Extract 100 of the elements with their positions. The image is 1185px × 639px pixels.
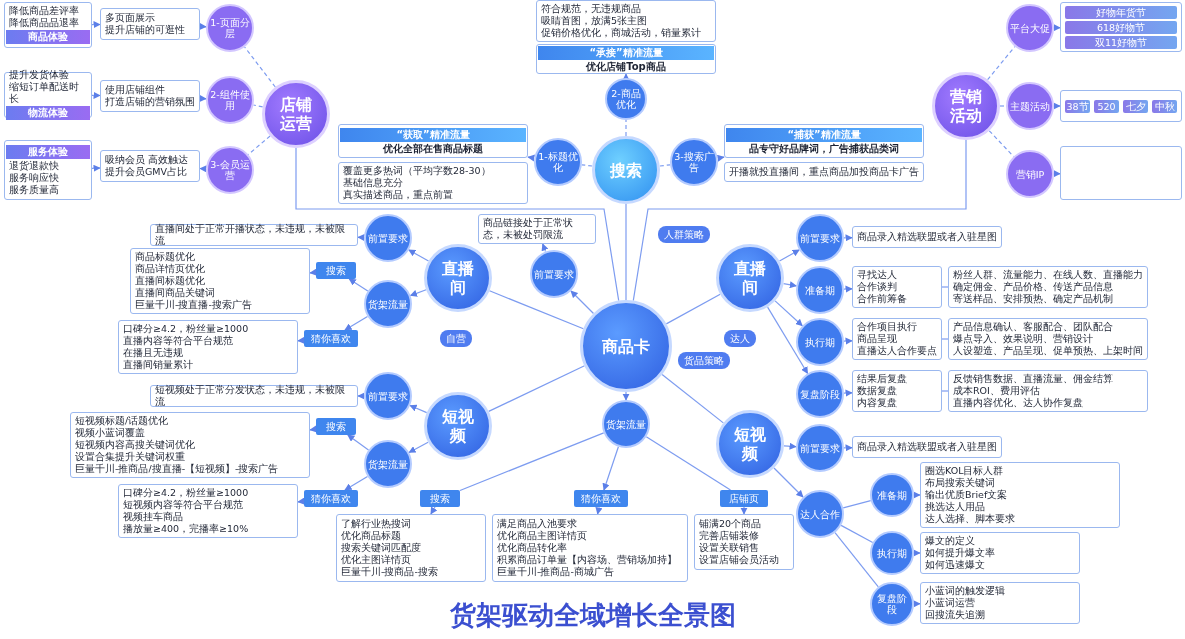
connector-line (661, 373, 724, 424)
list-item: 优化主图详情页 (341, 554, 412, 566)
box-text: 品专守好品牌词，广告捕获品类词 (748, 143, 900, 155)
tag-box (316, 418, 356, 435)
note-box (920, 462, 1120, 528)
circle-label: 短视频 (733, 425, 767, 463)
note-box (492, 514, 688, 582)
list-item: 设置关联销售 (699, 542, 760, 554)
note-box (130, 248, 310, 314)
box-heading: 物流体验 (6, 106, 90, 120)
connector-line (842, 500, 872, 509)
step-circle (796, 266, 844, 314)
list-item: 完善店铺装修 (699, 530, 760, 542)
list-item: 视频挂车商品 (123, 511, 184, 523)
list-item: 合作谈判 (857, 281, 898, 293)
list-item: 优化商品转化率 (497, 542, 568, 554)
box-text: 商品录入精选联盟或者入驻星图 (857, 441, 997, 453)
arrow (778, 249, 800, 262)
chip: 好物年货节 (1065, 5, 1177, 19)
list-item: 爆点导入、效果说明、营销设计 (953, 333, 1094, 345)
circle-label: 货架流量 (367, 298, 409, 310)
tag-text: 猜你喜欢 (311, 492, 351, 505)
tag-text: 搜索 (430, 492, 450, 505)
list-item: 优化商品主图详情页 (497, 530, 588, 542)
circle-label: 营销IP (1014, 168, 1046, 180)
arrow (783, 442, 797, 450)
note-box (948, 266, 1148, 308)
box-text: 提升会员GMV占比 (105, 166, 189, 178)
note-box (4, 140, 92, 200)
tag-text: 搜索 (326, 264, 346, 277)
connector-line (488, 365, 586, 412)
list-item: 符合规范，无违规商品 (541, 3, 642, 15)
note-box (70, 412, 310, 478)
strategy-tag: 货品策略 (678, 352, 730, 369)
chip: 中秋 (1152, 99, 1177, 113)
circle-label: 店铺运营 (279, 95, 313, 133)
arrow (408, 249, 430, 262)
note-box (118, 320, 298, 374)
connector-line (581, 164, 593, 167)
chip: 七夕 (1123, 99, 1148, 113)
step-circle (870, 582, 914, 626)
step-circle (605, 78, 647, 120)
box-heading: “获取”精准流量 (340, 128, 526, 142)
connector-line (941, 286, 949, 288)
box-text: 缩短订单配送时长 (9, 81, 80, 105)
note-box (118, 484, 298, 538)
arrow (297, 336, 305, 344)
connector-line (625, 203, 627, 301)
box-text: 多页面展示 (105, 12, 156, 24)
arrow (1053, 24, 1061, 32)
circle-label: 直播间 (733, 259, 767, 297)
list-item: 直播内容等符合平台规范 (123, 335, 234, 347)
tag-text: 搜索 (326, 420, 346, 433)
arrow (1053, 102, 1061, 110)
step-circle (796, 318, 844, 366)
list-item: 搜索关键词匹配度 (341, 542, 422, 554)
circle-label: 复盘阶段 (876, 593, 908, 615)
box-text: 使用店铺组件 (105, 84, 166, 96)
note-box (920, 532, 1080, 574)
arrow (344, 315, 369, 331)
list-item: 巨量千川-搜直播-搜索广告 (135, 299, 253, 311)
step-circle (1006, 150, 1054, 198)
step-circle (364, 372, 412, 420)
circle-label: 平台大促 (1009, 22, 1051, 34)
step-circle (670, 138, 718, 186)
step-circle (796, 370, 844, 418)
list-item: 了解行业热搜词 (341, 518, 412, 530)
circle-label: 直播间 (441, 259, 475, 297)
circle-label: 达人合作 (799, 508, 841, 520)
list-item: 挑选达人用品 (925, 501, 986, 513)
note-box (536, 0, 716, 42)
step-circle (206, 146, 254, 194)
list-item: 反馈销售数据、直播流量、佣金结算 (953, 373, 1114, 385)
step-circle (796, 214, 844, 262)
box-heading: 服务体验 (6, 145, 90, 159)
arrow (913, 549, 921, 557)
note-box (336, 514, 486, 582)
list-item: 输出优质Brief文案 (925, 489, 1009, 501)
arrow (782, 281, 797, 289)
arrow (843, 389, 853, 397)
circle-label: 2-商品优化 (610, 88, 642, 110)
list-item: 如何提升爆文率 (925, 547, 996, 559)
circle-label: 2-组件使用 (209, 89, 251, 111)
list-item: 结果后复盘 (857, 373, 908, 385)
arrow (297, 497, 305, 505)
list-item: 铺满20个商品 (699, 518, 763, 530)
note-box (694, 514, 794, 570)
arrow (348, 278, 369, 292)
circle-label: 货架流量 (367, 458, 409, 470)
circle-label: 准备期 (876, 489, 908, 501)
connector-line (941, 390, 949, 392)
diagram-title: 货架驱动全域增长全景图 (449, 600, 736, 630)
topic-circle (716, 410, 784, 478)
arrow (199, 22, 207, 31)
arrow (430, 506, 438, 515)
box-heading: “承接”精准流量 (538, 46, 714, 60)
note-box (920, 582, 1080, 624)
list-item: 商品标题优化 (135, 251, 196, 263)
note-box (852, 318, 942, 360)
arrow (622, 391, 630, 401)
